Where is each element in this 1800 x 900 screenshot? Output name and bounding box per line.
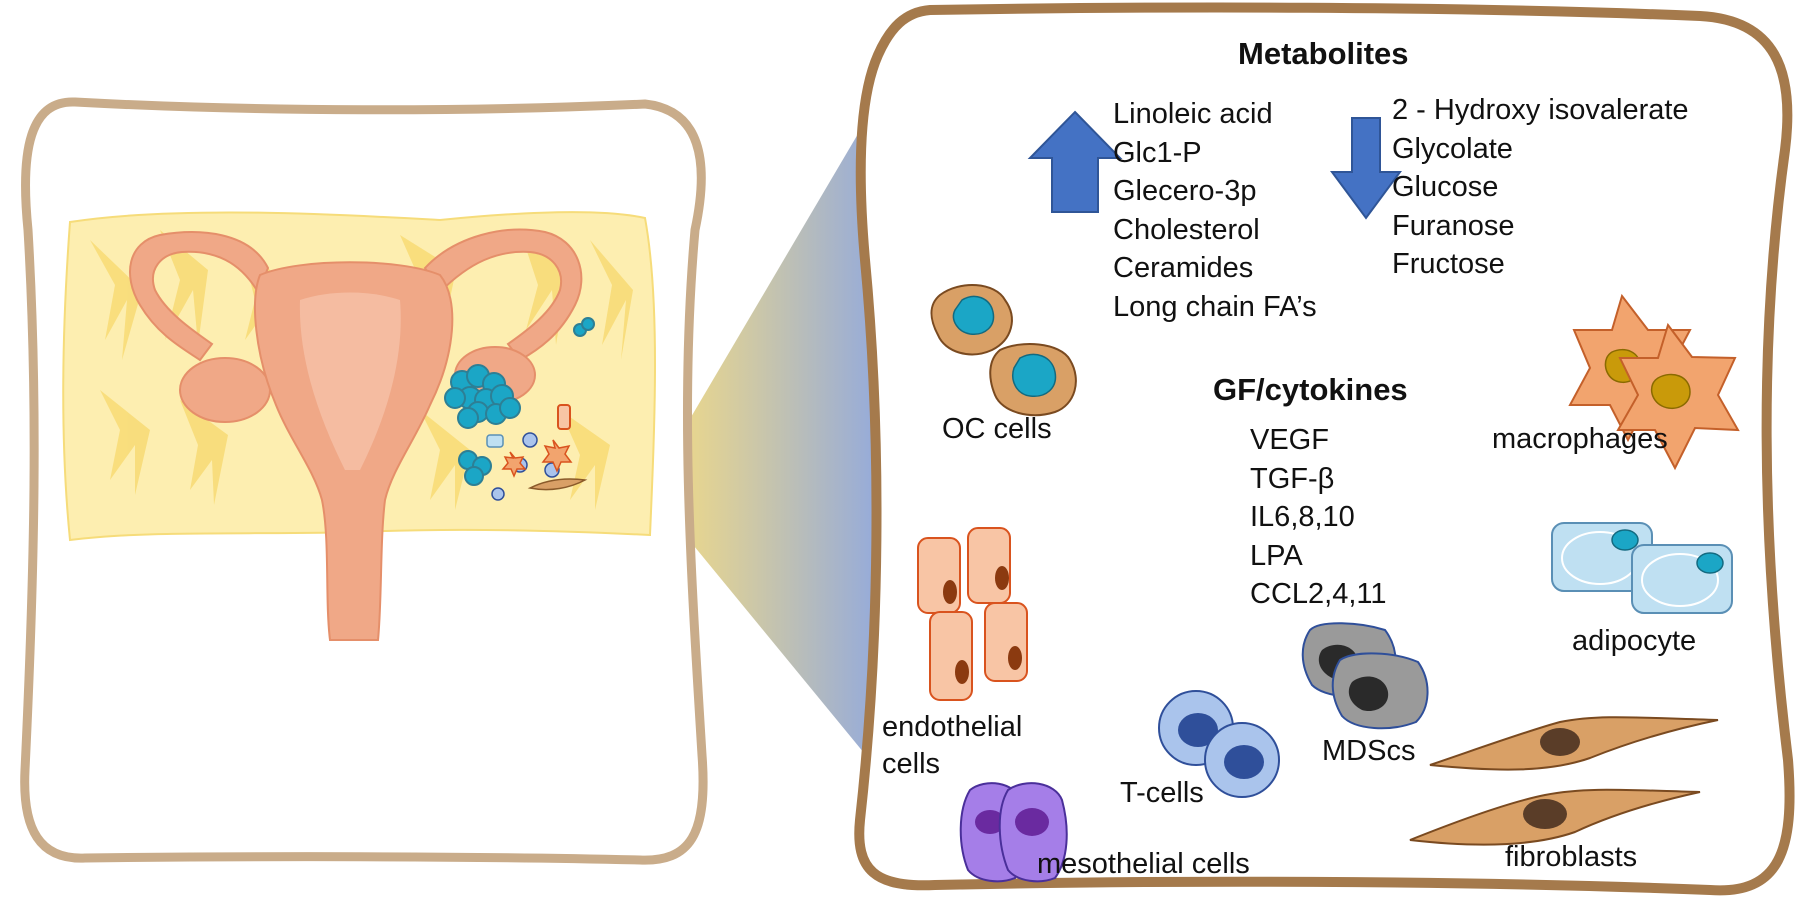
- t-cells-label: T-cells: [1120, 777, 1204, 809]
- oc-cells-label: OC cells: [942, 413, 1052, 445]
- metabolite-item: Glycolate: [1392, 132, 1513, 165]
- uterine-cavity: [299, 292, 401, 470]
- cytokine-item: TGF-β: [1250, 462, 1335, 495]
- cytokine-item: VEGF: [1250, 424, 1329, 456]
- metabolite-item: Fructose: [1392, 248, 1505, 280]
- metabolite-item: Glucose: [1392, 171, 1499, 203]
- metabolite-item: Furanose: [1392, 209, 1515, 242]
- mdscs-label: MDScs: [1322, 735, 1416, 767]
- metabolite-item: Long chain FA’s: [1113, 290, 1317, 323]
- fibroblast: [1409, 788, 1701, 846]
- gf-cytokines-title: GF/cytokines: [1213, 372, 1408, 407]
- down-arrow: [1330, 117, 1402, 220]
- cytokine-item: IL6,8,10: [1250, 501, 1355, 533]
- metabolite-item: Glc1-P: [1113, 136, 1202, 169]
- oc-cell: [930, 283, 1013, 356]
- endothelial-label-line2: cells: [882, 748, 941, 780]
- fibroblasts-label: fibroblasts: [1505, 841, 1638, 873]
- gf-cytokines-list: VEGF TGF-β IL6,8,10 LPA CCL2,4,11: [1250, 421, 1387, 614]
- zoom-cone: [648, 100, 878, 770]
- t-cell: [1204, 722, 1280, 798]
- metabolite-item: Glecero-3p: [1113, 175, 1257, 207]
- right-panel-border: [854, 2, 1795, 896]
- endothelial-label-line1: endothelial: [882, 711, 1023, 743]
- metabolite-item: Linoleic acid: [1113, 98, 1273, 130]
- endothelial-nuclei: [943, 566, 1022, 684]
- metabolite-item: 2 - Hydroxy isovalerate: [1392, 94, 1689, 126]
- cytokine-item: LPA: [1250, 539, 1303, 572]
- cytokine-item: CCL2,4,11: [1250, 578, 1387, 610]
- micro-cells-left: [486, 404, 588, 501]
- mesothelial-cell: [998, 782, 1068, 883]
- metabolite-item: Ceramides: [1113, 252, 1254, 284]
- macrophages-label: macrophages: [1492, 423, 1668, 455]
- adipocyte-cell: [1631, 544, 1733, 614]
- adipocyte-label: adipocyte: [1572, 625, 1697, 657]
- mesothelial-label: mesothelial cells: [1037, 848, 1250, 880]
- fibroblast: [1429, 716, 1719, 771]
- adipocyte-cell: [1551, 522, 1653, 592]
- macrophage: [1616, 322, 1740, 471]
- downregulated-metabolites-list: 2 - Hydroxy isovalerate Glycolate Glucos…: [1392, 91, 1689, 284]
- up-arrow: [1027, 110, 1123, 213]
- metabolites-title: Metabolites: [1238, 36, 1409, 71]
- oc-cell: [989, 343, 1077, 417]
- metabolite-item: Cholesterol: [1113, 213, 1260, 246]
- tumor-cluster-left: [444, 317, 595, 486]
- upregulated-metabolites-list: Linoleic acid Glc1-P Glecero-3p Choleste…: [1113, 95, 1317, 326]
- mdsc-cell: [1331, 652, 1429, 730]
